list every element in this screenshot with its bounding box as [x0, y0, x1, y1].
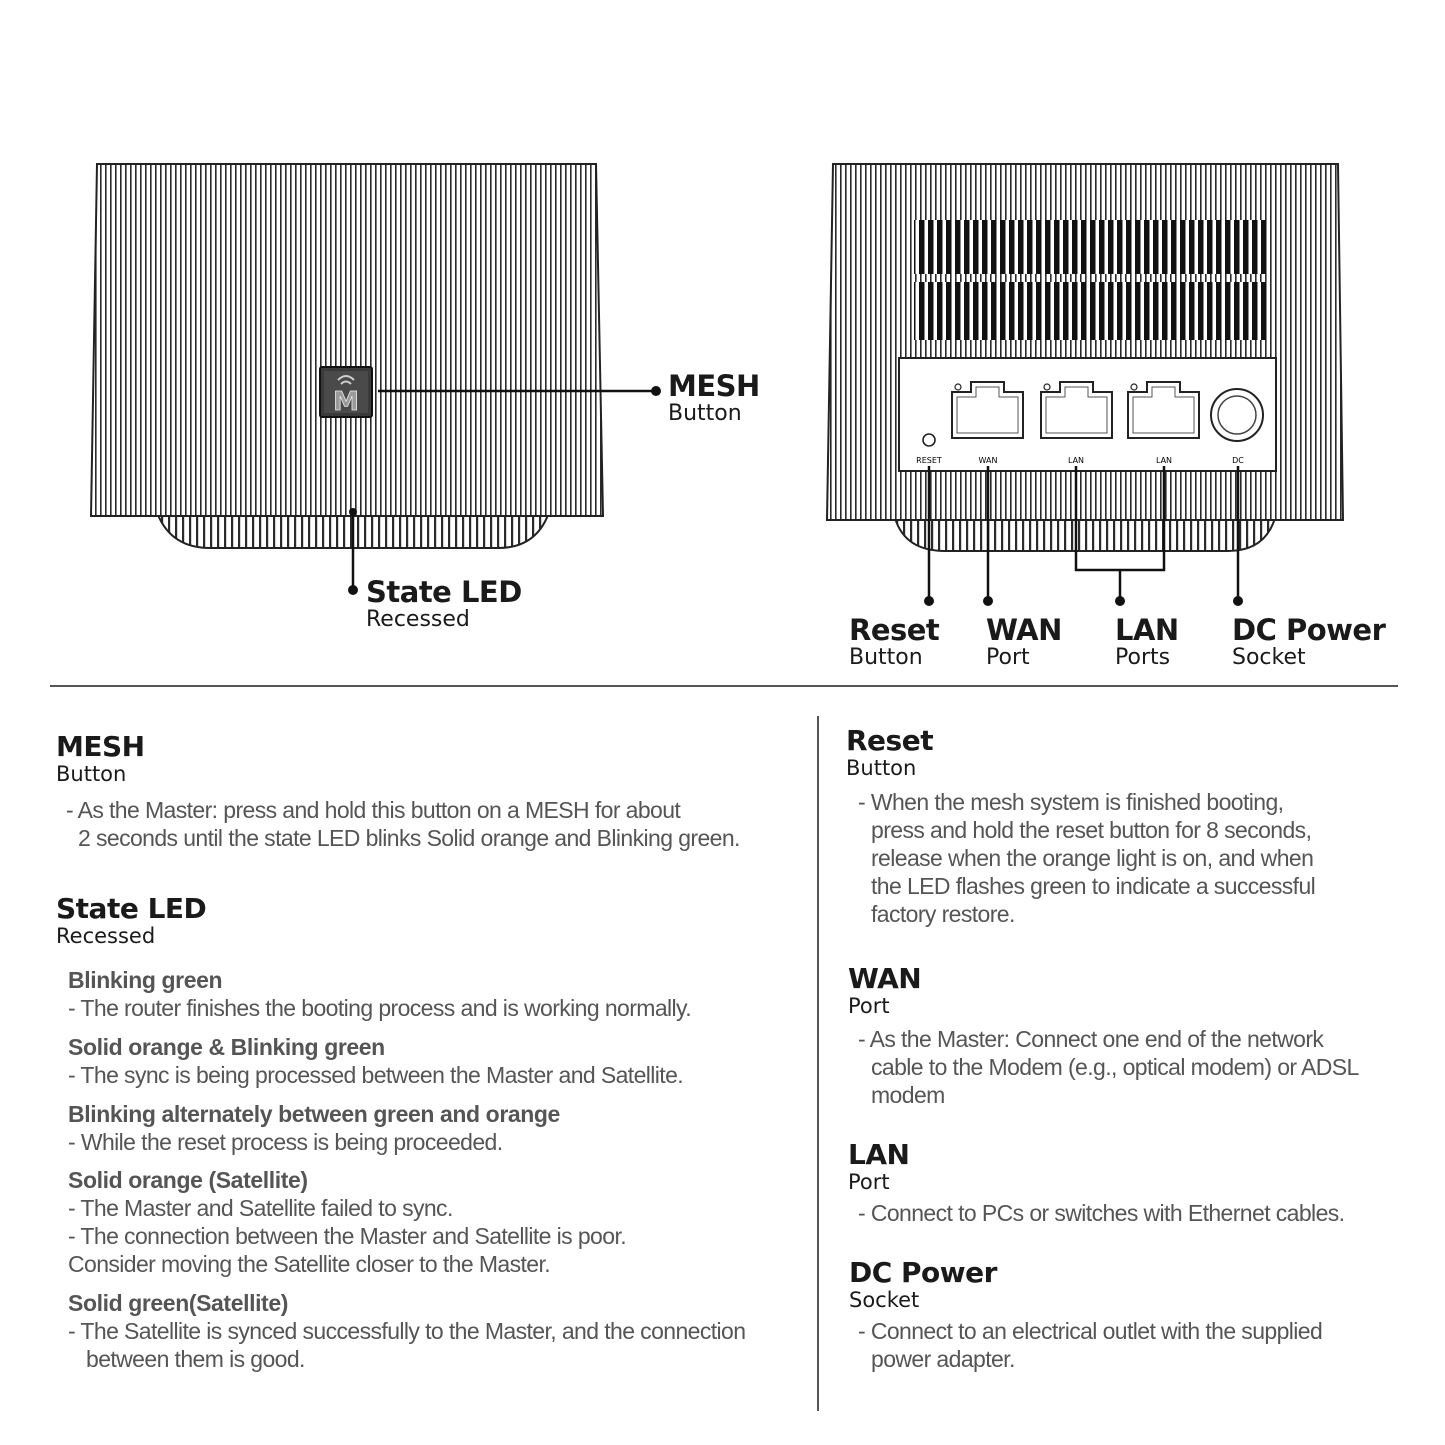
- vent-row-bottom: [914, 282, 1269, 340]
- dc-section-title: DC Power: [849, 1256, 997, 1289]
- reset-button-hole[interactable]: [922, 433, 936, 447]
- led-state-desc: between them is good.: [86, 1346, 305, 1372]
- state-led-leader-dot: [348, 585, 358, 595]
- wan-desc-line: modem: [871, 1082, 945, 1108]
- lan-port-2[interactable]: [1127, 381, 1200, 439]
- wan-section-sub: Port: [848, 994, 890, 1018]
- led-state-desc: - The router finishes the booting proces…: [68, 995, 692, 1021]
- state-led-section-sub: Recessed: [56, 924, 156, 948]
- wan-port[interactable]: [951, 381, 1024, 439]
- dc-power-socket[interactable]: [1210, 388, 1264, 442]
- lan-port-2-label: LAN: [1156, 456, 1172, 465]
- dc-callout-sub: Socket: [1232, 645, 1306, 670]
- dc-port-label: DC: [1232, 456, 1244, 465]
- front-device-body: [89, 163, 605, 517]
- wan-desc-line: - As the Master: Connect one end of the …: [858, 1026, 1324, 1052]
- reset-desc-line: the LED flashes green to indicate a succ…: [871, 873, 1316, 899]
- lan-desc-line: - Connect to PCs or switches with Ethern…: [858, 1200, 1345, 1226]
- dc-callout-title: DC Power: [1232, 613, 1386, 647]
- wan-port-label: WAN: [979, 456, 998, 465]
- led-state-head: Blinking green: [68, 967, 223, 993]
- led-state-head: Solid green(Satellite): [68, 1290, 288, 1316]
- reset-desc-line: release when the orange light is on, and…: [871, 845, 1314, 871]
- led-state-desc: - The Master and Satellite failed to syn…: [68, 1195, 453, 1221]
- state-led-callout-title: State LED: [366, 575, 522, 609]
- led-state-head: Blinking alternately between green and o…: [68, 1101, 560, 1127]
- lan-port-1-label: LAN: [1068, 456, 1084, 465]
- reset-port-label: RESET: [916, 456, 942, 465]
- device-illustrations: M: [89, 163, 1345, 606]
- mesh-button[interactable]: M: [319, 366, 373, 418]
- led-state-head: Solid orange & Blinking green: [68, 1034, 385, 1060]
- led-state-desc: - The sync is being processed between th…: [68, 1062, 684, 1088]
- mesh-desc-line-1: - As the Master: press and hold this but…: [66, 797, 681, 823]
- reset-callout-title: Reset: [849, 613, 940, 647]
- led-state-desc: - While the reset process is being proce…: [68, 1129, 503, 1155]
- mesh-leader-dot: [651, 386, 661, 396]
- state-led-callout-sub: Recessed: [366, 607, 470, 632]
- mesh-callout-sub: Button: [668, 401, 742, 426]
- mesh-desc-line-2: 2 seconds until the state LED blinks Sol…: [78, 825, 740, 851]
- mesh-logo-letter: M: [333, 387, 359, 417]
- back-device: RESET WAN LAN LAN DC: [825, 163, 1345, 606]
- lan-section-sub: Port: [848, 1170, 890, 1194]
- wan-section-title: WAN: [848, 962, 922, 995]
- wifi-icon: [337, 375, 355, 381]
- lan-callout-sub: Ports: [1115, 645, 1171, 670]
- state-led-section-title: State LED: [56, 892, 207, 925]
- reset-desc-line: factory restore.: [871, 901, 1015, 927]
- reset-section-sub: Button: [846, 756, 917, 780]
- mesh-section-title: MESH: [56, 730, 145, 763]
- led-state-desc: - The Satellite is synced successfully t…: [68, 1318, 746, 1344]
- horizontal-divider: [50, 685, 1398, 687]
- dc-desc-line: power adapter.: [871, 1346, 1015, 1372]
- led-state-head: Solid orange (Satellite): [68, 1167, 308, 1193]
- mesh-section-sub: Button: [56, 762, 127, 786]
- wan-desc-line: cable to the Modem (e.g., optical modem)…: [871, 1054, 1359, 1080]
- reset-section-title: Reset: [846, 724, 934, 757]
- wan-callout-sub: Port: [986, 645, 1030, 670]
- mesh-callout-title: MESH: [668, 369, 760, 403]
- reset-desc-line: - When the mesh system is finished booti…: [858, 789, 1284, 815]
- front-device: M: [89, 163, 661, 595]
- wan-callout-title: WAN: [986, 613, 1062, 647]
- led-state-desc: - The connection between the Master and …: [68, 1223, 627, 1249]
- vent-row-top: [914, 220, 1269, 274]
- vertical-divider: [817, 716, 819, 1411]
- led-state-desc: Consider moving the Satellite closer to …: [68, 1251, 551, 1277]
- dc-section-sub: Socket: [849, 1288, 920, 1312]
- lan-callout-title: LAN: [1115, 613, 1179, 647]
- lan-section-title: LAN: [848, 1138, 910, 1171]
- back-device-base: [893, 517, 1277, 552]
- reset-desc-line: press and hold the reset button for 8 se…: [871, 817, 1312, 843]
- dc-desc-line: - Connect to an electrical outlet with t…: [858, 1318, 1323, 1344]
- lan-port-1[interactable]: [1040, 381, 1113, 439]
- reset-callout-sub: Button: [849, 645, 923, 670]
